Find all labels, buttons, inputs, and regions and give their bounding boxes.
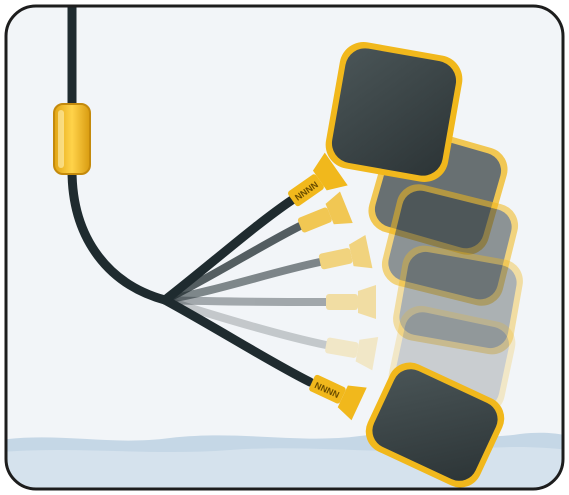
counterweight-icon <box>54 104 90 174</box>
